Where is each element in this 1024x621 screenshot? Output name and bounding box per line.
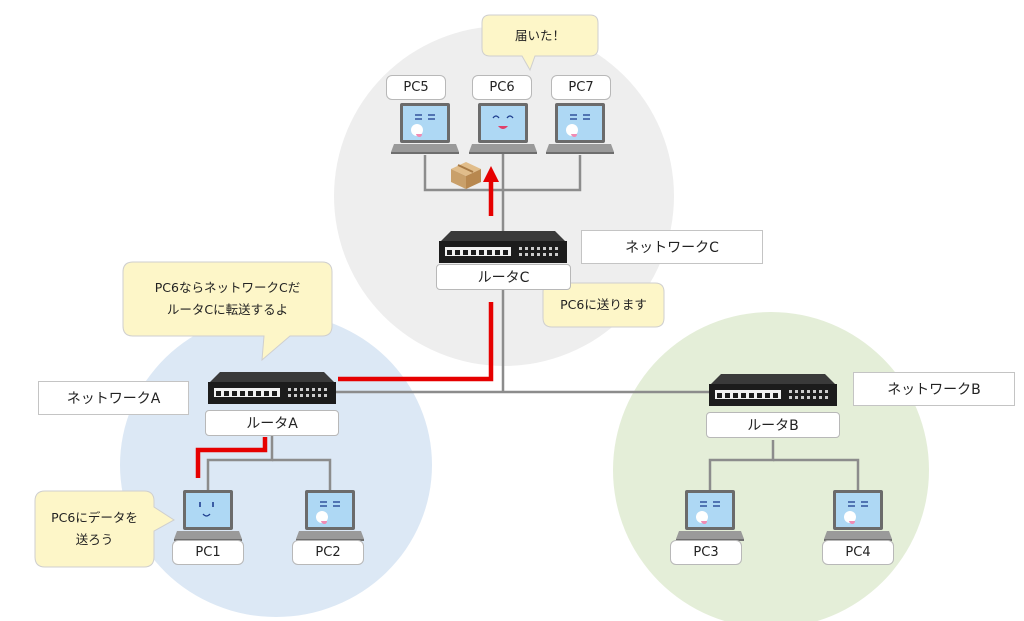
pc7-laptop-icon[interactable] bbox=[546, 103, 614, 154]
network-b-zone bbox=[613, 312, 929, 621]
bubble-router-a-text: PC6ならネットワークCだ ルータCに転送するよ bbox=[123, 262, 332, 336]
router-a-label: ルータA bbox=[205, 410, 339, 436]
router-b-icon[interactable] bbox=[709, 374, 837, 406]
bubble-router-a-line-2: ルータCに転送するよ bbox=[166, 302, 289, 317]
pc5-laptop-icon[interactable] bbox=[391, 103, 459, 154]
bubble-pc1-line-2: 送ろう bbox=[75, 532, 114, 547]
pc4-laptop-icon[interactable] bbox=[824, 490, 892, 541]
pc3-label: PC3 bbox=[670, 540, 742, 565]
bubble-pc1-shape bbox=[34, 490, 175, 568]
network-cables bbox=[206, 152, 860, 492]
pc7-label: PC7 bbox=[551, 75, 611, 100]
bubble-pc1-text: PC6にデータを 送ろう bbox=[35, 491, 154, 567]
network-b-label: ネットワークB bbox=[853, 372, 1015, 406]
pc5-label: PC5 bbox=[386, 75, 446, 100]
pc6-label: PC6 bbox=[472, 75, 532, 100]
pc4-label: PC4 bbox=[822, 540, 894, 565]
pc3-laptop-icon[interactable] bbox=[676, 490, 744, 541]
router-c-icon[interactable] bbox=[439, 231, 567, 263]
pc2-label: PC2 bbox=[292, 540, 364, 565]
network-a-zone bbox=[120, 313, 432, 617]
router-a-icon[interactable] bbox=[208, 372, 336, 404]
bubble-router-c-text: PC6に送ります bbox=[543, 283, 664, 327]
pc2-laptop-icon[interactable] bbox=[296, 490, 364, 541]
bubble-pc1-line-1: PC6にデータを bbox=[51, 510, 138, 526]
bubble-pc6-reply-shape bbox=[481, 14, 599, 72]
bubble-pc6-reply-text: 届いた！ bbox=[482, 15, 598, 56]
pc1-laptop-icon[interactable] bbox=[174, 490, 242, 541]
network-c-label: ネットワークC bbox=[581, 230, 763, 264]
router-b-label: ルータB bbox=[706, 412, 840, 438]
router-c-label: ルータC bbox=[436, 264, 571, 290]
route-arrowhead bbox=[483, 166, 499, 182]
bubble-router-a-line-1: PC6ならネットワークCだ bbox=[154, 280, 301, 296]
route-path bbox=[195, 182, 494, 478]
network-a-label: ネットワークA bbox=[38, 381, 189, 415]
bubble-router-c-line-1: PC6に送ります bbox=[560, 297, 647, 313]
bubble-router-a-shape bbox=[122, 261, 333, 362]
pc1-label: PC1 bbox=[172, 540, 244, 565]
bubble-pc6-reply-line-1: 届いた！ bbox=[514, 27, 565, 43]
package-icon bbox=[451, 162, 481, 189]
pc6-laptop-icon[interactable] bbox=[469, 103, 537, 154]
